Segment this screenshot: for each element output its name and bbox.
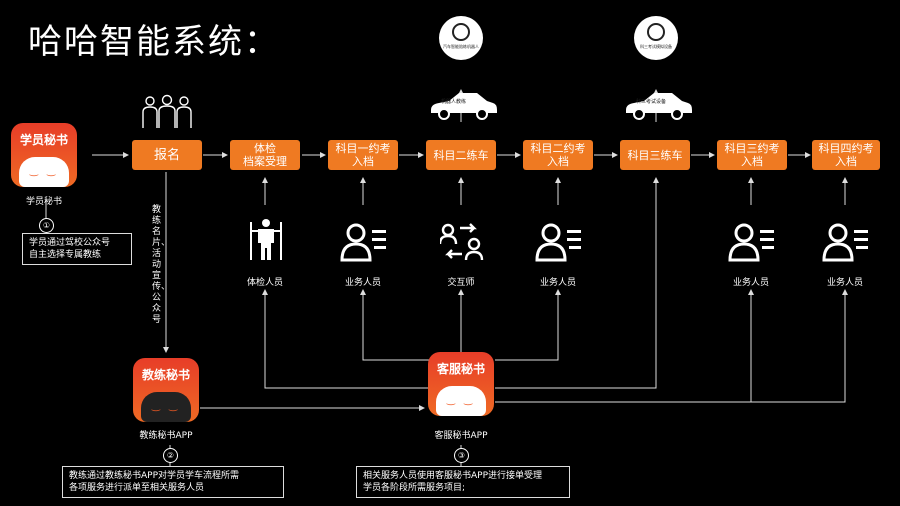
robot-coach-badge: 汽车智能陪练机器人 bbox=[439, 16, 483, 60]
step-medical-exam[interactable]: 体检 档案受理 bbox=[230, 140, 300, 170]
car-icon: 科三考试设备 bbox=[622, 86, 694, 122]
coach-app-label: 教练秘书 bbox=[141, 368, 190, 382]
business-staff-icon bbox=[340, 223, 386, 262]
step-subject3-exam[interactable]: 科目三约考 入档 bbox=[717, 140, 787, 170]
steering-wheel-icon bbox=[647, 23, 665, 41]
exam-device-badge: 科三考试模拟设备 bbox=[634, 16, 678, 60]
service-app-label: 客服秘书 bbox=[436, 362, 485, 376]
business-staff-icon bbox=[728, 223, 774, 262]
coach-app-icon[interactable]: 教练秘书 ‿ ‿ bbox=[133, 358, 199, 422]
role-label: 交互师 bbox=[447, 278, 475, 288]
student-app-icon[interactable]: 学员秘书 ‿ ‿ bbox=[11, 123, 77, 187]
people-group-icon bbox=[142, 94, 192, 128]
business-staff-icon bbox=[822, 223, 868, 262]
note-number: ① bbox=[39, 218, 54, 233]
note-number: ② bbox=[163, 448, 178, 463]
coach-app-caption: 教练秘书APP bbox=[139, 431, 193, 441]
medical-staff-icon bbox=[250, 219, 282, 260]
role-label: 体检人员 bbox=[246, 278, 283, 288]
role-label: 业务人员 bbox=[539, 278, 576, 288]
note-box: 学员通过驾校公众号 自主选择专属教练 bbox=[22, 233, 132, 265]
business-staff-icon bbox=[535, 223, 581, 262]
steering-wheel-icon bbox=[452, 23, 470, 41]
student-app-label: 学员秘书 bbox=[19, 133, 68, 147]
role-label: 业务人员 bbox=[826, 278, 863, 288]
step-subject2-practice[interactable]: 科目二练车 bbox=[426, 140, 496, 170]
step-signup[interactable]: 报名 bbox=[132, 140, 202, 170]
interaction-staff-icon bbox=[440, 223, 484, 261]
student-app-caption: 学员秘书 bbox=[25, 197, 62, 207]
step-subject2-exam[interactable]: 科目二约考 入档 bbox=[523, 140, 593, 170]
service-app-icon[interactable]: 客服秘书 ‿ ‿ bbox=[428, 352, 494, 416]
service-app-caption: 客服秘书APP bbox=[434, 431, 488, 441]
coach-channel-text: 教练名片、活动宣传、公众号 bbox=[152, 205, 171, 325]
note-number: ③ bbox=[454, 448, 469, 463]
note-box: 相关服务人员使用客服秘书APP进行接单受理 学员各阶段所需服务项目; bbox=[356, 466, 570, 498]
role-label: 业务人员 bbox=[732, 278, 769, 288]
step-subject1-exam[interactable]: 科目一约考 入档 bbox=[328, 140, 398, 170]
step-subject4-exam[interactable]: 科目四约考 入档 bbox=[812, 140, 880, 170]
car-icon: 机器人教练 bbox=[427, 86, 499, 122]
note-box: 教练通过教练秘书APP对学员学车流程所需 各项服务进行派单至相关服务人员 bbox=[62, 466, 284, 498]
page-title: 哈哈智能系统： bbox=[28, 22, 280, 62]
step-subject3-practice[interactable]: 科目三练车 bbox=[620, 140, 690, 170]
role-label: 业务人员 bbox=[344, 278, 381, 288]
